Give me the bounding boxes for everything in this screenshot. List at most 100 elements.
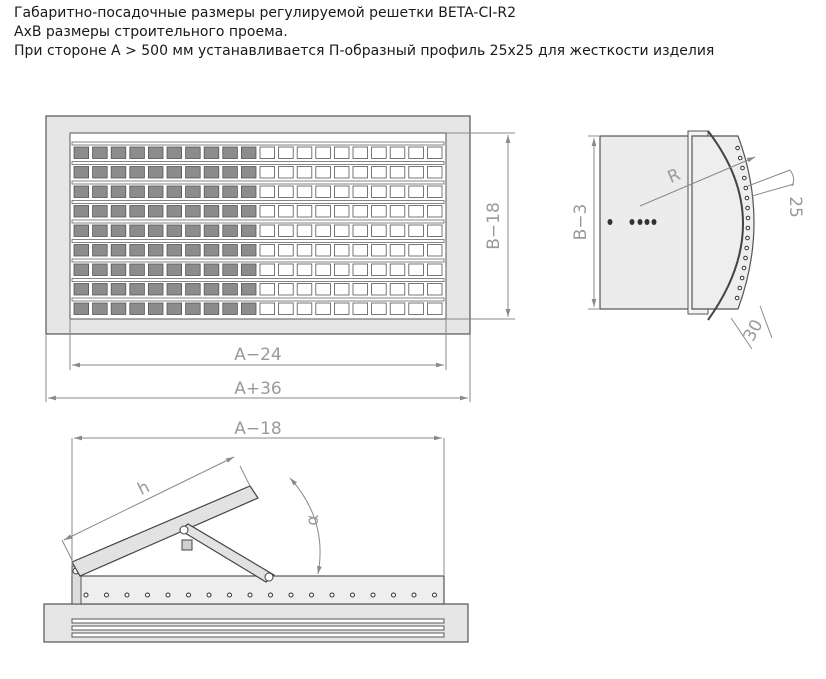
grille-cell	[92, 302, 108, 315]
grille-cell	[110, 283, 127, 296]
side-hole	[743, 185, 749, 191]
grille-cell	[240, 302, 257, 315]
grille-cell	[129, 263, 145, 276]
grille-cell	[222, 302, 238, 315]
grille-cell	[203, 185, 220, 198]
side-view: B−3 R 25 30	[571, 130, 805, 350]
bottom-body	[71, 575, 445, 605]
horizontal-blade	[71, 258, 445, 263]
grille-cell	[129, 166, 145, 179]
grille-cell	[278, 263, 294, 276]
grille-cell	[92, 224, 108, 237]
grille-cell	[240, 185, 257, 198]
grille-cell	[315, 205, 331, 218]
bottom-hole	[370, 592, 376, 598]
grille-cell	[203, 283, 220, 296]
inner-opening	[69, 132, 447, 320]
grille-cell	[185, 263, 201, 276]
grille-cell	[296, 205, 313, 218]
title-line-3: При стороне А > 500 мм устанавливается П…	[14, 43, 715, 59]
grille-cell	[129, 244, 145, 257]
grille-cell	[147, 244, 164, 257]
grille-cell	[408, 185, 424, 198]
grille-cell	[166, 166, 183, 179]
grille-cell	[240, 166, 257, 179]
grille-cell	[371, 185, 387, 198]
grille-cell	[92, 185, 108, 198]
side-hole	[735, 145, 740, 151]
grille-cell	[259, 244, 276, 257]
grille-cell	[129, 224, 145, 237]
grille-cell	[147, 224, 164, 237]
label-alpha: α	[303, 514, 323, 525]
front-view: A−24 A+36 B−18	[45, 115, 515, 402]
grille-cell	[333, 166, 350, 179]
bottom-hole	[83, 592, 89, 598]
grille-cell	[296, 166, 313, 179]
grille-cell	[426, 205, 443, 218]
grille-cell	[110, 185, 127, 198]
grille-cell	[222, 283, 238, 296]
grille-cell	[73, 205, 90, 218]
grille-cell	[371, 146, 387, 159]
side-blade-arc	[691, 135, 755, 310]
grille-cell	[259, 302, 276, 315]
grille-cell	[389, 166, 406, 179]
grille-cell	[408, 146, 424, 159]
grille-cell	[259, 166, 276, 179]
grille-cell	[389, 205, 406, 218]
grille-cell	[352, 263, 369, 276]
grille-cell	[389, 283, 406, 296]
grille-cell	[73, 283, 90, 296]
grille-cell	[129, 205, 145, 218]
bottom-hole	[145, 592, 150, 598]
grille-cell	[426, 224, 443, 237]
grille-cell	[352, 283, 369, 296]
grille-cell	[110, 244, 127, 257]
grille-cell	[166, 185, 183, 198]
grille-cell	[185, 185, 201, 198]
bottom-hole	[186, 592, 191, 598]
side-hole	[744, 245, 750, 251]
side-hole	[734, 295, 740, 301]
grille-cell	[110, 205, 127, 218]
horizontal-blade	[71, 161, 445, 165]
tilted-blade	[71, 485, 259, 577]
grille-cell	[203, 224, 220, 237]
grille-cell	[315, 224, 331, 237]
grille-cell	[92, 146, 108, 159]
horizontal-blade	[71, 297, 445, 302]
grille-cell	[166, 283, 183, 296]
grille-cell	[203, 166, 220, 179]
grille-cell	[333, 302, 350, 315]
grille-cell	[222, 146, 238, 159]
grille-cell	[278, 224, 294, 237]
grille-cell	[371, 244, 387, 257]
grille-cell	[203, 302, 220, 315]
bottom-hole	[227, 592, 232, 598]
grille-cell	[147, 263, 164, 276]
label-25: 25	[785, 196, 805, 218]
grille-cell	[296, 244, 313, 257]
grille-cell	[333, 224, 350, 237]
bottom-holes	[83, 592, 437, 598]
grille-cell	[222, 244, 238, 257]
grille-cell	[333, 205, 350, 218]
side-rivets	[607, 219, 657, 225]
grille-cell	[426, 263, 443, 276]
grille-cell	[110, 263, 127, 276]
grille-cell	[278, 283, 294, 296]
side-holes	[734, 145, 751, 301]
grille-cell	[315, 244, 331, 257]
dim-line-h	[63, 456, 235, 541]
grille-cell	[73, 146, 90, 159]
horizontal-blade	[71, 141, 445, 146]
grille-cell	[315, 146, 331, 159]
grille-cell	[352, 146, 369, 159]
bottom-view: A−18 h α	[43, 419, 469, 643]
grille-cell	[278, 146, 294, 159]
dim-line-r	[639, 156, 756, 207]
grille-cell	[222, 185, 238, 198]
grille-cell	[147, 146, 164, 159]
horizontal-blade	[71, 180, 445, 185]
